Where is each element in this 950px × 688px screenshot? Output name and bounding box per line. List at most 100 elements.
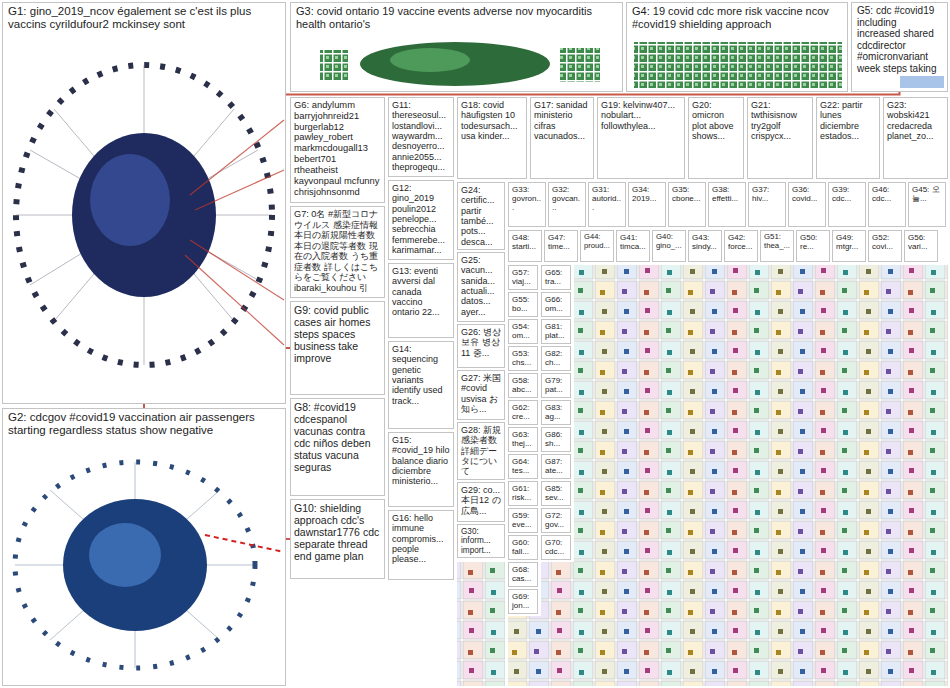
group-label: G86: sh... [545,430,567,448]
group-box: G47: time... [544,230,578,262]
group-label: G37: hiv... [752,185,782,203]
group-box: G32: govcan... [548,182,586,227]
group-label: G30: inform... import... [461,527,501,555]
group-box: G49: mtgr... [832,230,866,262]
group-label: G72: gov... [545,511,567,529]
group-box: G38: effetti... [708,182,746,227]
group-box: G63: thej... [508,427,538,452]
group-label: G33: govron... [512,185,542,213]
group-label: G11: thereseosul... lostandlovi... waywa… [392,100,450,172]
group-box: G8: #covid19 cdcespanol vacunas contra c… [290,398,385,496]
group-box: G25: vacun... sanida... actuali... datos… [457,252,505,322]
group-box: G13: eventi avversi dal canada vaccino o… [388,263,454,338]
group-label: G46: cdc... [872,185,902,203]
group-label: G68: cas... [512,565,534,583]
group-label: G21: twthisisnow try2golf crispycx... [751,100,809,141]
group-box: G12: gino_2019 poulin2012 penelope... se… [388,180,454,260]
group-label: G52: covi... [872,233,898,251]
group-label: G53: chs... [512,349,534,367]
group-label: G55: bo... [512,295,534,313]
group-label: G61: risk... [512,484,534,502]
group-box: G6: andylumm barryjohnreid21 burgerlab12… [290,97,385,203]
group-label: G62: cre... [512,403,534,421]
group-label: G22: partir lunes diciembre estados... [820,100,876,141]
group-box: G22: partir lunes diciembre estados... [816,97,880,179]
group-box: G57: viaj... [508,265,538,290]
group-box: G5: cdc #covid19 including increased sha… [851,2,948,92]
group-label: G6: andylumm barryjohnreid21 burgerlab12… [294,100,381,197]
group-label: G19: kelvinw407... nobulart... followthy… [601,100,681,131]
group-label: G23: wobski421 credacreda planet_zo... [887,100,944,141]
group-label: G79: pat... [545,376,567,394]
group-label: G43: sindy... [692,233,718,251]
group-label: G9: covid public cases air homes steps s… [294,304,381,364]
group-box: G40: gino_... [652,230,686,262]
group-box: G64: tes... [508,454,538,479]
group-label: G82: ch... [545,349,567,367]
group-label: G49: mtgr... [836,233,862,251]
group-box: G79: pat... [541,373,571,398]
group-box: G2: cdcgov #covid19 vaccination air pass… [2,408,286,686]
group-box: G86: sh... [541,427,571,452]
group-box: G70: cdc... [541,535,571,560]
group-box: G39: cdc... [828,182,866,227]
group-label: G66: om... [545,295,567,313]
group-label: G65: tra... [545,268,567,286]
group-label: G5: cdc #covid19 including increased sha… [855,5,944,74]
group-box: G26: 병상 보유 병상 11 중... [457,324,505,368]
edge-line [286,92,900,95]
group-box: G3: covid ontario 19 vaccine events adve… [290,2,623,92]
group-box: G72: gov... [541,508,571,533]
group-box: G81: plat... [541,319,571,344]
group-label: G50: re... [800,233,826,251]
group-label: G35: cbone... [672,185,702,203]
group-box: G10: shielding approach cdc's dawnstar17… [290,499,385,579]
group-box: G24: certific... partir també... pots...… [457,182,505,250]
group-box: G11: thereseosul... lostandlovi... waywa… [388,97,454,177]
group-box: G60: fall... [508,535,538,560]
group-label: G14: sequencing genetic variants identif… [392,344,450,406]
group-box: G15: #covid_19 hilo balance diario dicie… [388,432,454,507]
group-box: G85: sev... [541,481,571,506]
group-label: G12: gino_2019 poulin2012 penelope... se… [392,183,450,255]
group-label: G39: cdc... [832,185,862,203]
group-box: G45: 오늘... [908,182,946,227]
group-box: G19: kelvinw407... nobulart... followthy… [597,97,685,179]
group-box: G37: hiv... [748,182,786,227]
group-label: G87: ate... [545,457,567,475]
group-label: G48: starti... [512,233,538,251]
group-label: G47: time... [548,233,574,251]
group-label: G51: thea_... [764,233,790,251]
group-box: G14: sequencing genetic variants identif… [388,341,454,429]
group-box: G35: cbone... [668,182,706,227]
group-label: G54: om... [512,322,534,340]
group-box: G42: force... [724,230,758,262]
group-box: G29: co... 本日12 の広島... [457,482,505,522]
group-box: G44: proud... [580,230,614,262]
group-label: G63: thej... [512,430,534,448]
group-box: G82: ch... [541,346,571,371]
group-box: G46: cdc... [868,182,906,227]
group-box: G17: sanidad ministerio cifras vacunados… [530,97,594,179]
group-label: G34: 2019... [632,185,662,203]
group-label: G32: govcan... [552,185,582,213]
group-label: G57: viaj... [512,268,534,286]
group-box: G30: inform... import... [457,524,505,558]
group-label: G36: covid... [792,185,822,203]
group-label: G18: covid häufigsten 10 todesursach... … [461,100,523,141]
group-box: G4: 19 covid cdc more risk vaccine ncov … [626,2,848,92]
group-label: G70: cdc... [545,538,567,556]
group-label: G26: 병상 보유 병상 11 중... [461,327,501,358]
group-label: G20: omicron plot above shows... [692,100,740,141]
group-box: G34: 2019... [628,182,666,227]
group-label: G2: cdcgov #covid19 vaccination air pass… [6,411,282,437]
group-label: G69: jon... [512,592,534,610]
group-label: G56: vari... [908,233,934,251]
group-label: G3: covid ontario 19 vaccine events adve… [294,5,619,30]
group-label: G81: plat... [545,322,567,340]
group-label: G25: vacun... sanida... actuali... datos… [461,255,501,317]
group-label: G60: fall... [512,538,534,556]
group-label: G83: ag... [545,403,567,421]
group-box: G83: ag... [541,400,571,425]
